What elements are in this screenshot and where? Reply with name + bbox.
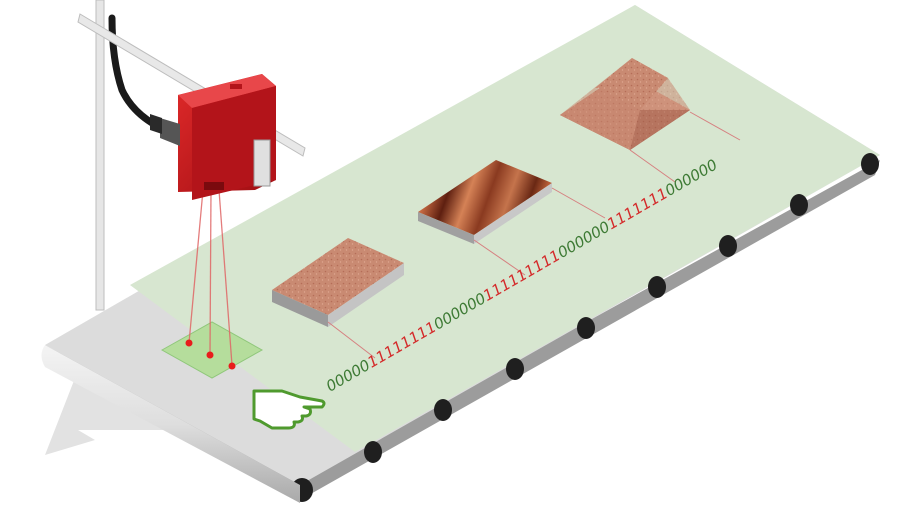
stand-pole [95, 0, 105, 311]
sensor-cable [108, 14, 174, 136]
object-board [418, 160, 552, 244]
leader-line [473, 239, 526, 276]
belt-roller [648, 276, 666, 298]
belt-roller [861, 153, 879, 175]
leader-line [327, 321, 376, 359]
laser-beams [188, 189, 233, 366]
belt-roller [790, 194, 808, 216]
leader-line [551, 187, 606, 219]
detection-zone [160, 321, 264, 379]
belt-roller [364, 441, 382, 463]
belt-end-roller [41, 345, 300, 503]
leader-line [629, 149, 676, 183]
belt-roller [506, 358, 524, 380]
belt-green-area [130, 5, 880, 452]
belt-roller [577, 317, 595, 339]
belt-roller [719, 235, 737, 257]
belt-roller [434, 399, 452, 421]
leader-line [689, 111, 741, 141]
pointing-hand-icon [252, 389, 326, 430]
laser-dots [185, 339, 236, 370]
object-pyramid [560, 58, 690, 150]
object-slab [272, 238, 404, 327]
laser-sensor-icon [150, 74, 276, 200]
